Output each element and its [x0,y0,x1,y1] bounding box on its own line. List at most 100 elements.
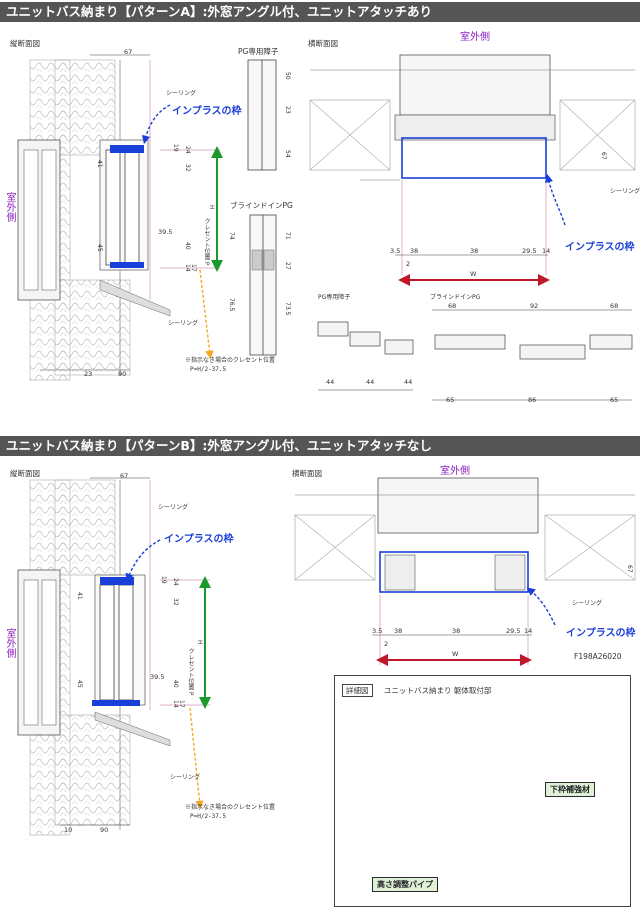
dim-71-a: 71 [284,232,291,240]
dim-27-a: 27 [284,262,291,270]
dim-295-a: 29.5 [522,247,537,255]
dim-14-a: 14 [184,264,191,272]
dim-h-b: H [196,640,203,645]
dim-35-b: 3.5 [372,627,383,635]
dim-44-a3: 44 [404,378,413,386]
dim-54-a: 54 [284,150,291,158]
dim-w-b: W [452,650,459,658]
dim-45-a: 45 [96,244,103,252]
horizontal-section-b [294,477,636,666]
label-inplus-frame-a2: インプラスの枠 [565,242,635,253]
dim-40-a: 40 [184,242,191,250]
dim-735-a: 73.5 [284,302,291,316]
dim-40-b: 40 [172,680,179,688]
dim-86-a: 86 [528,396,537,404]
label-blind-in-pg-a2: ブラインドインPG [430,294,481,301]
dim-38-b1: 38 [394,627,403,635]
dim-2-b: 2 [384,640,389,648]
banner-pattern-a: ユニットバス納まり【パターンA】:外窓アングル付、ユニットアタッチあり [0,2,640,22]
dim-295-b: 29.5 [506,627,521,635]
pg-profiles-a [317,309,633,401]
tag-height-pipe: 高さ調整パイプ [372,877,438,892]
label-sealing-b3: シーリング [572,600,603,607]
dim-67-b: 67 [120,472,129,480]
dim-395-b: 39.5 [150,673,165,681]
dim-41-b: 41 [76,592,83,600]
label-sealing-b1: シーリング [158,504,189,511]
label-vertical-section-b: 縦断面図 [10,469,40,478]
dim-45-b: 45 [76,680,83,688]
tag-lower-frame: 下枠補強材 [545,782,595,797]
dim-65-a2: 65 [610,396,619,404]
label-vertical-section-a: 縦断面図 [10,39,40,48]
dim-90-b: 90 [100,826,109,834]
dim-2-a: 2 [406,260,411,268]
label-outdoor-b: 室外側 [440,466,470,477]
label-blind-in-pg-a: ブラインドインPG [230,201,293,210]
dim-65-a1: 65 [446,396,455,404]
note-crescent-b2: P=H/2-37.5 [190,813,227,820]
dim-67-h-a: 67 [600,152,607,160]
dim-24-b: 24 [172,578,179,586]
dim-19-b: 19 [160,576,167,584]
dim-44-a1: 44 [326,378,335,386]
label-sealing-a3: シーリング [610,188,640,195]
vertical-section-a [17,54,223,381]
dim-44-a2: 44 [366,378,375,386]
label-inplus-frame-a1: インプラスの枠 [172,106,242,117]
label-pg-divider-a2: PG専用障子 [318,294,351,301]
note-crescent-a2: P=H/2-37.5 [190,366,227,373]
label-crescent-pos-a: クレセント位置 P [203,218,210,266]
dim-32-a: 32 [184,164,191,172]
dim-14-b: 14 [172,700,179,708]
vertical-section-b [17,477,211,836]
dim-14-h-b: 14 [524,627,533,635]
dim-38-a1: 38 [410,247,419,255]
label-outdoor-vertical-a: 室外側 [4,192,15,222]
dim-24-a: 24 [184,146,191,154]
label-sealing-a2: シーリング [168,320,199,327]
dim-67-a: 67 [124,48,133,56]
note-crescent-b1: ※指示なき場合のクレセント位置 [185,804,276,811]
dim-17-b: 17 [178,700,185,708]
banner-pattern-b: ユニットバス納まり【パターンB】:外窓アングル付、ユニットアタッチなし [0,436,640,456]
note-crescent-a1: ※指示なき場合のクレセント位置 [185,357,276,364]
dim-765-a: 76.5 [228,298,235,312]
dim-17-a: 17 [190,264,197,272]
dim-50-a: 50 [284,72,291,80]
dim-41-a: 41 [96,160,103,168]
dim-35-a: 3.5 [390,247,401,255]
pg-divider-a [247,59,277,356]
label-horizontal-section-b: 横断面図 [292,469,322,478]
dim-23-a: 23 [284,106,291,114]
dim-w-a: W [470,270,477,278]
dim-14-h-a: 14 [542,247,551,255]
label-sealing-b2: シーリング [170,774,201,781]
dim-h-a: H [208,205,215,210]
label-outdoor-a: 室外側 [460,32,490,43]
dim-92-a: 92 [530,302,539,310]
label-detail-title: ユニットバス納まり 躯体取付部 [384,686,492,695]
label-detail: 詳細図 [342,684,373,697]
dim-90-a: 90 [118,370,127,378]
dim-68-a1: 68 [448,302,457,310]
label-inplus-frame-b2: インプラスの枠 [566,628,636,639]
dim-74-a: 74 [228,232,235,240]
horizontal-section-a [309,54,636,286]
dim-38-a2: 38 [470,247,479,255]
dim-23-bottom-a: 23 [84,370,93,378]
label-crescent-pos-b: クレセント位置 P [187,648,194,696]
label-horizontal-section-a: 横断面図 [308,39,338,48]
label-sealing-a1: シーリング [166,90,197,97]
label-code: F198A26020 [574,652,622,661]
label-outdoor-vertical-b: 室外側 [4,628,15,658]
label-inplus-frame-b1: インプラスの枠 [164,534,234,545]
label-pg-divider-a: PG専用障子 [238,47,279,56]
dim-68-a2: 68 [610,302,619,310]
dim-395-a: 39.5 [158,228,173,236]
dim-10-b: 10 [64,826,73,834]
dim-32-b: 32 [172,598,179,606]
dim-67-h-b: 67 [626,565,633,573]
dim-19-a: 19 [172,144,179,152]
dim-38-b2: 38 [452,627,461,635]
